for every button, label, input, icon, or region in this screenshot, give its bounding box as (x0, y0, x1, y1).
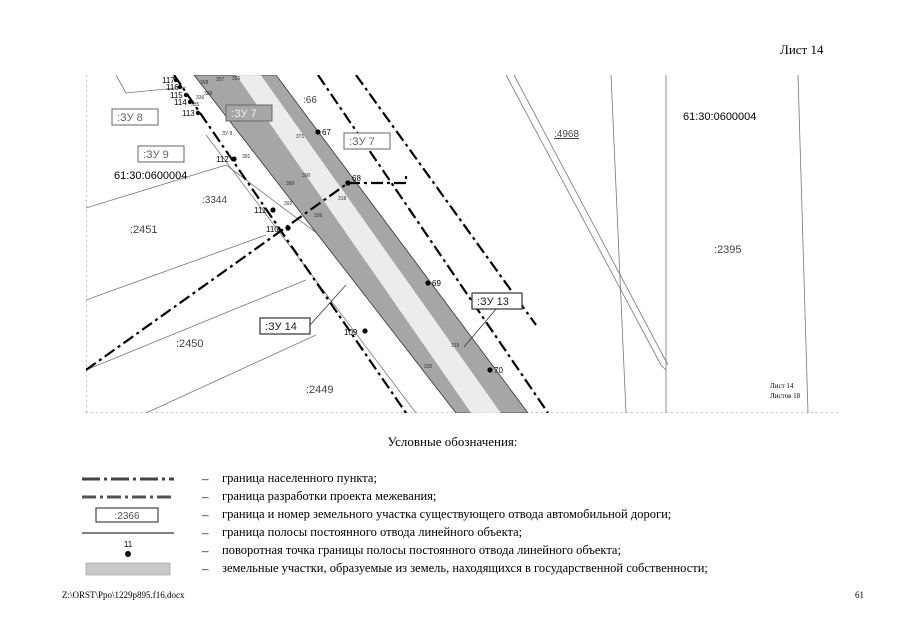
file-path: Z:\ORST\Ppo\1229p895.f16.docx (62, 590, 185, 600)
svg-text:70: 70 (494, 366, 503, 375)
project-boundary-symbol (82, 495, 174, 499)
legend-item-road-parcel: :2366 – граница и номер земельного участ… (82, 506, 842, 524)
svg-text:113: 113 (182, 109, 195, 118)
new-parcel-zu14: :ЗУ 14 (265, 321, 297, 333)
parcel-2395: :2395 (714, 244, 742, 256)
parcel-3344: :3344 (202, 195, 227, 206)
svg-text:392: 392 (284, 201, 293, 207)
svg-text:357: 357 (216, 77, 225, 83)
svg-text:336: 336 (314, 213, 323, 219)
turn-point (425, 280, 431, 286)
svg-text:371: 371 (296, 134, 305, 140)
stamp-sheets-total: Листов 18 (770, 392, 801, 400)
turn-point (362, 328, 368, 334)
svg-text:358: 358 (200, 80, 209, 86)
turn-point (231, 156, 237, 162)
turn-point (285, 225, 291, 231)
new-parcel-zu7-left: :ЗУ 7 (231, 108, 257, 120)
allotment-strip (236, 75, 501, 413)
state-land-symbol (85, 562, 171, 576)
legend-text: граница разработки проекта межевания; (222, 489, 437, 503)
svg-text:388: 388 (204, 91, 213, 97)
sheet-number: Лист 14 (780, 42, 824, 57)
turn-point (173, 77, 179, 83)
turn-point-symbol: 11 (124, 540, 133, 557)
parcel-4968: :4968 (554, 129, 579, 140)
development-boundary (86, 75, 549, 413)
svg-text:115: 115 (170, 91, 183, 100)
legend-text: граница полосы постоянного отвода линейн… (222, 525, 523, 539)
cadastral-quarter-left: 61:30:0600004 (114, 170, 187, 182)
turn-point (195, 110, 201, 116)
svg-text:117: 117 (162, 76, 175, 85)
svg-text:335: 335 (191, 102, 200, 108)
legend-item-turn-point: 11 – поворотная точка границы полосы пос… (82, 539, 842, 561)
svg-text:335: 335 (424, 364, 433, 370)
svg-text:111: 111 (254, 206, 267, 215)
svg-text:319: 319 (451, 343, 460, 349)
turn-point (270, 207, 276, 213)
svg-text:67: 67 (322, 128, 331, 137)
svg-text:114: 114 (174, 98, 187, 107)
svg-text:110: 110 (266, 225, 279, 234)
parcel-66: :66 (303, 95, 317, 106)
svg-text:389: 389 (286, 181, 295, 187)
stamp-sheet: Лист 14 (770, 382, 794, 390)
parcel-2451: :2451 (130, 224, 158, 236)
cadastral-map: 61:30:0600004 61:30:0600004 :2451 :2450 … (86, 75, 838, 413)
svg-text:390: 390 (302, 173, 311, 179)
new-parcel-zu13: :ЗУ 13 (477, 296, 509, 308)
svg-text:318: 318 (338, 196, 347, 202)
svg-text:116: 116 (166, 83, 179, 92)
legend-text: граница и номер земельного участка сущес… (222, 507, 672, 521)
legend-title: Условные обозначения: (387, 434, 518, 449)
turn-point (487, 367, 493, 373)
parcel-2450: :2450 (176, 338, 204, 350)
svg-text::2366: :2366 (114, 511, 139, 522)
turn-point (315, 129, 321, 135)
legend-item-project-boundary: – граница разработки проекта межевания; (82, 488, 842, 506)
legend-text: граница населенного пункта; (222, 471, 377, 485)
svg-text:109: 109 (344, 328, 358, 337)
turn-point (345, 180, 351, 186)
turn-point (183, 92, 189, 98)
new-parcel-zu9: :ЗУ 9 (143, 149, 169, 161)
svg-text:391: 391 (242, 154, 251, 160)
svg-text:68: 68 (352, 174, 361, 183)
svg-text:11: 11 (124, 540, 133, 549)
road-parcel-symbol: :2366 (95, 507, 159, 523)
legend-item-state-land: – земельные участки, образуемые из земел… (82, 560, 842, 578)
new-parcel-zu7-right: :ЗУ 7 (349, 136, 375, 148)
strip-boundary-symbol (82, 532, 174, 534)
svg-text:336: 336 (196, 95, 205, 101)
new-parcel-zu8: :ЗУ 8 (117, 112, 143, 124)
turn-point (177, 84, 183, 90)
turn-point (187, 99, 193, 105)
svg-text:112: 112 (216, 155, 229, 164)
legend-item-settlement-boundary: – граница населенного пункта; (82, 470, 842, 488)
cadastral-quarter-right: 61:30:0600004 (683, 111, 756, 123)
svg-text:69: 69 (432, 279, 441, 288)
legend-item-strip-boundary: – граница полосы постоянного отвода лине… (82, 524, 842, 542)
legend-text: земельные участки, образуемые из земель,… (222, 561, 708, 575)
legend-text: поворотная точка границы полосы постоянн… (222, 543, 621, 557)
svg-text:ЗУ 8: ЗУ 8 (222, 131, 233, 137)
svg-text:356: 356 (232, 76, 241, 82)
settlement-boundary-symbol (82, 477, 174, 481)
parcel-2449: :2449 (306, 384, 334, 396)
page-number: 61 (855, 590, 864, 600)
